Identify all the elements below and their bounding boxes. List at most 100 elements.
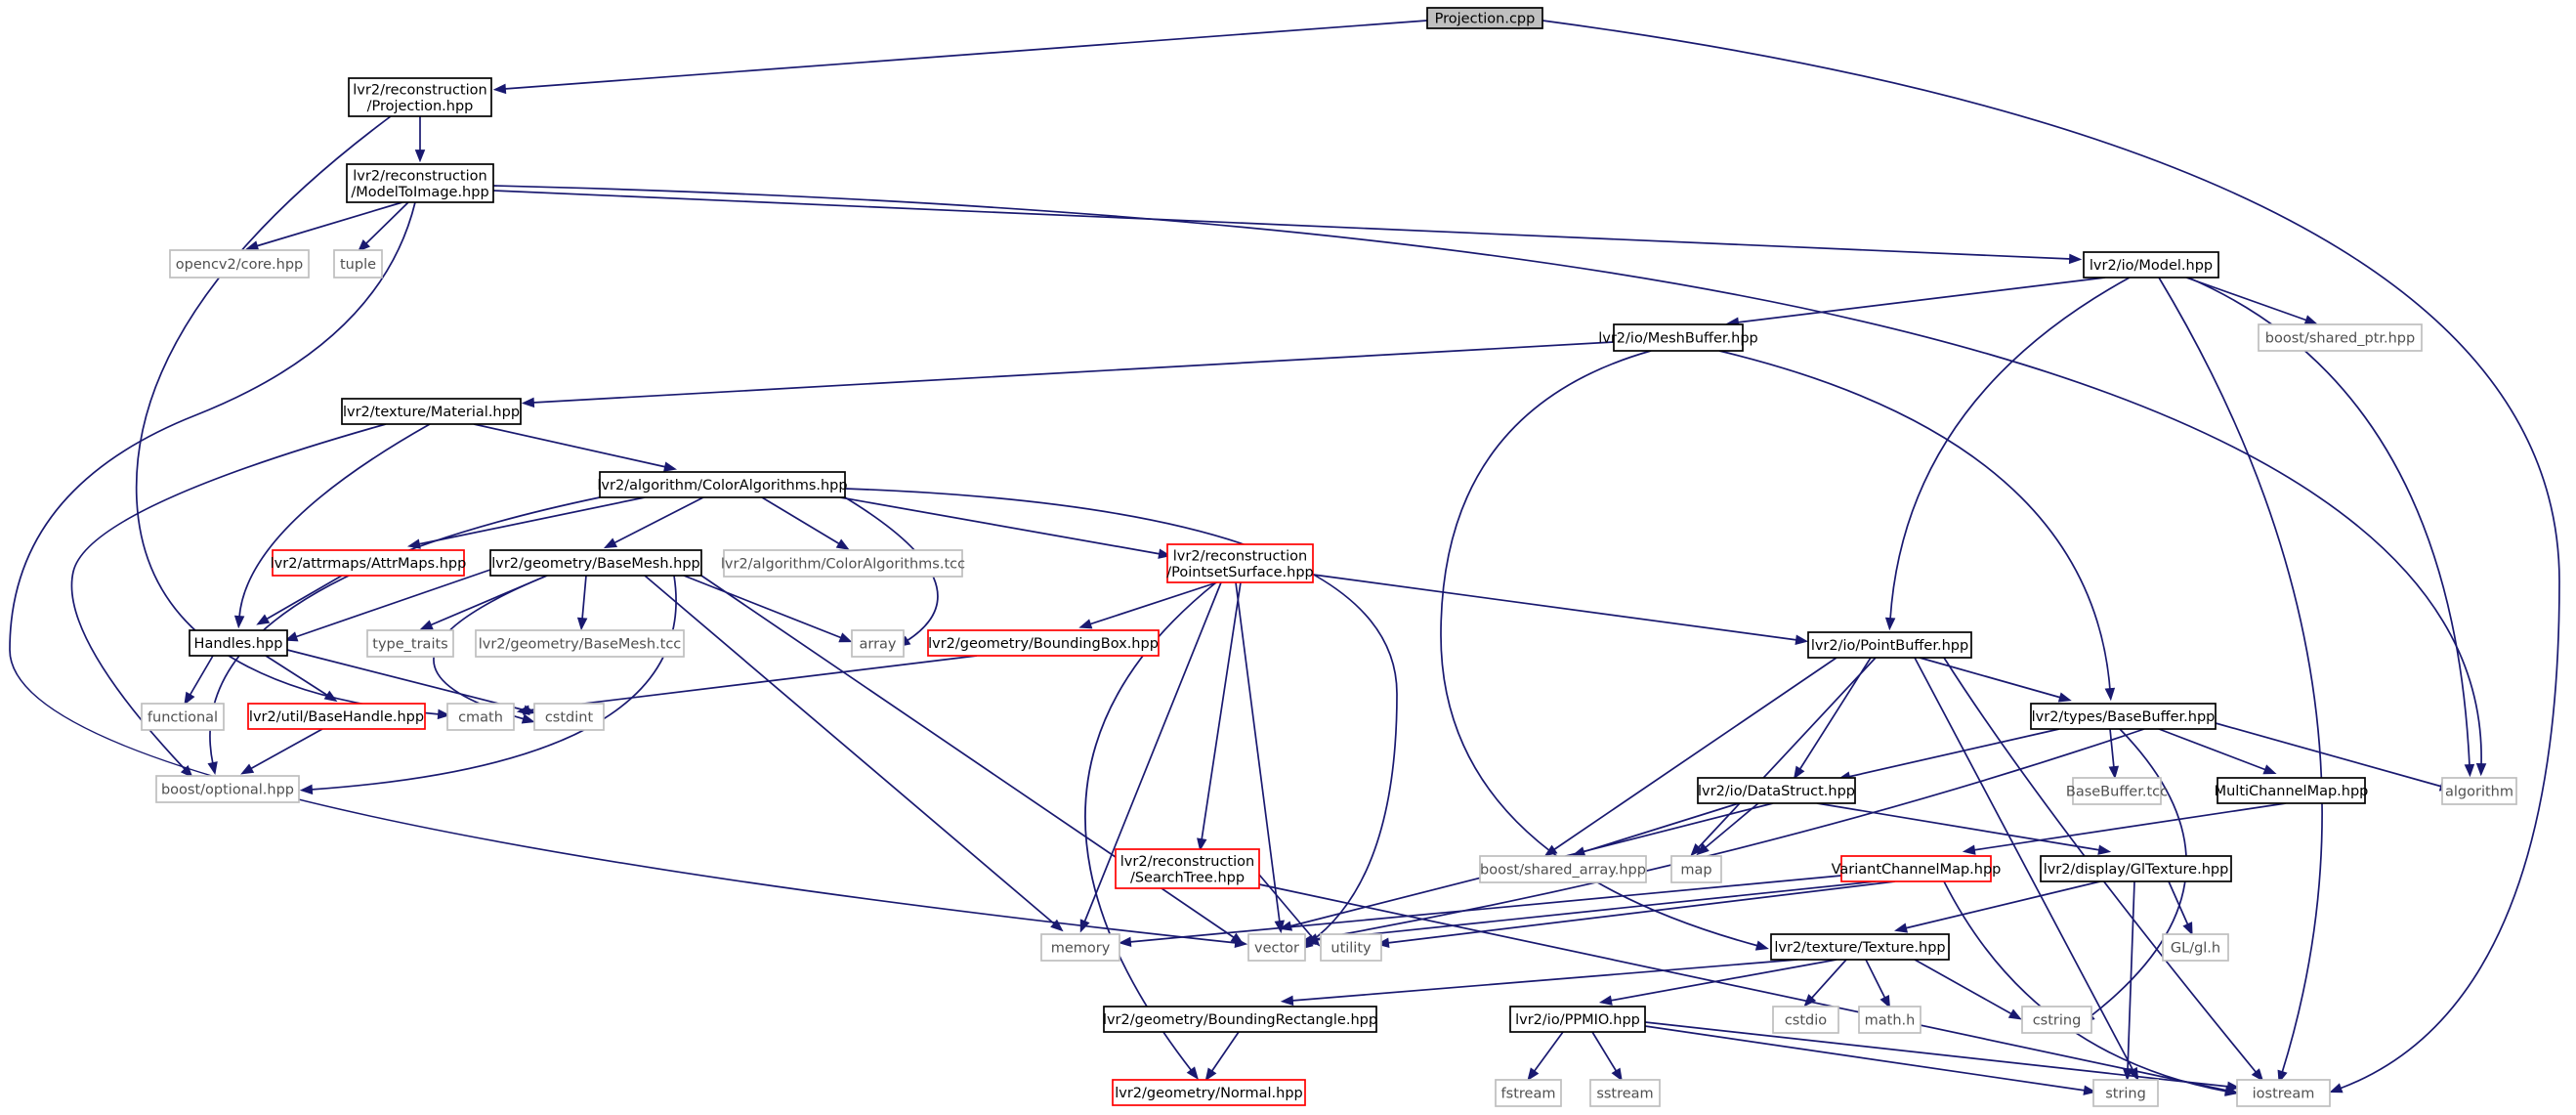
edge-projhpp-to-cmath: [135, 115, 451, 720]
node-box: [1858, 1006, 1921, 1034]
edge-arrowhead: [437, 708, 451, 720]
node-basehandle[interactable]: lvr2/util/BaseHandle.hpp: [247, 703, 426, 730]
edge-line: [2127, 880, 2135, 1071]
edge-line: [1810, 959, 1847, 1000]
node-box: [533, 703, 605, 731]
edge-pointset-to-bbox: [1078, 581, 1218, 629]
edge-arrowhead: [1879, 994, 1891, 1009]
node-attrmaps[interactable]: lvr2/attrmaps/AttrMaps.hpp: [271, 549, 467, 577]
node-label: lvr2/reconstruction: [1173, 548, 1307, 564]
edge-arrowhead: [245, 240, 260, 251]
node-searchtree[interactable]: lvr2/reconstruction/SearchTree.hpp: [1115, 848, 1260, 889]
node-cmath: cmath: [446, 703, 515, 731]
edge-arrowhead: [1793, 765, 1805, 780]
edge-line: [417, 496, 646, 545]
edge-line: [1914, 959, 2013, 1015]
edge-coloralg-to-basemesh: [603, 496, 704, 549]
edge-line: [1386, 880, 1896, 944]
edge-variant-to-utility: [1375, 880, 1896, 948]
node-label: string: [2105, 1087, 2146, 1102]
node-texture[interactable]: lvr2/texture/Texture.hpp: [1770, 933, 1950, 961]
node-functional: functional: [141, 703, 225, 731]
node-label: /ModelToImage.hpp: [351, 185, 488, 200]
node-box: [2258, 323, 2423, 352]
node-meshbuffer[interactable]: lvr2/io/MeshBuffer.hpp: [1598, 323, 1758, 352]
node-box: [475, 629, 685, 658]
node-model2img[interactable]: lvr2/reconstruction/ModelToImage.hpp: [346, 163, 494, 203]
edge-texture-to-cstdio: [1803, 959, 1847, 1008]
edge-model-to-iostream: [2158, 277, 2323, 1084]
edge-arrowhead: [1598, 995, 1613, 1006]
node-datastruct[interactable]: lvr2/io/DataStruct.hpp: [1697, 777, 1856, 804]
edge-arrowhead: [2097, 844, 2112, 855]
edge-arrowhead: [1611, 1067, 1623, 1082]
edge-model2img-to-algorithm: [492, 185, 2487, 777]
node-pointbuffer[interactable]: lvr2/io/PointBuffer.hpp: [1807, 631, 1972, 659]
node-projhpp[interactable]: lvr2/reconstruction/Projection.hpp: [348, 77, 492, 117]
edge-line: [265, 655, 329, 697]
edge-pointset-to-searchtree: [1197, 581, 1242, 852]
node-label: algorithm: [2445, 785, 2513, 800]
edge-line: [844, 488, 1398, 944]
node-handles[interactable]: Handles.hpp: [189, 629, 288, 657]
node-gl: GL/gl.h: [2162, 933, 2229, 962]
node-material[interactable]: lvr2/texture/Material.hpp: [341, 398, 522, 425]
node-coloralg-tcc: lvr2/algorithm/ColorAlgorithms.tcc: [721, 549, 965, 578]
node-label: VariantChannelMap.hpp: [1832, 862, 2002, 878]
edge-variant-to-memory: [1118, 875, 1842, 948]
edge-arrowhead: [1204, 1067, 1217, 1082]
node-gltexture[interactable]: lvr2/display/GlTexture.hpp: [2040, 855, 2232, 882]
node-box: [2040, 855, 2232, 882]
node-box: [189, 629, 288, 657]
edge-line: [2215, 722, 2443, 788]
node-box: [1613, 323, 1744, 352]
node-label: lvr2/io/PPMIO.hpp: [1515, 1012, 1640, 1028]
edge-line: [2109, 728, 2115, 769]
edge-arrowhead: [184, 691, 195, 706]
node-tuple: tuple: [333, 249, 383, 279]
edge-line: [473, 423, 667, 468]
node-bbox[interactable]: lvr2/geometry/BoundingBox.hpp: [927, 629, 1160, 657]
edge-line: [1533, 1031, 1564, 1073]
edge-line: [1609, 959, 1837, 1002]
edge-arrowhead: [516, 705, 530, 715]
node-basemesh[interactable]: lvr2/geometry/BaseMesh.hpp: [489, 549, 702, 577]
edge-line: [1736, 277, 2106, 323]
edge-arrowhead: [1186, 1066, 1199, 1080]
edge-basebuffer-to-basebuffer_tcc: [2108, 728, 2120, 780]
node-label: Projection.cpp: [1435, 12, 1536, 27]
edge-datastruct-to-map: [1696, 802, 1759, 856]
edge-line: [1310, 728, 2145, 941]
node-variant[interactable]: VariantChannelMap.hpp: [1832, 855, 2002, 882]
node-box: [2162, 933, 2229, 962]
edge-arrowhead: [2104, 687, 2116, 702]
edge-datastruct-to-gltexture: [1816, 802, 2112, 855]
node-model[interactable]: lvr2/io/Model.hpp: [2083, 251, 2219, 279]
node-normal[interactable]: lvr2/geometry/Normal.hpp: [1112, 1079, 1306, 1106]
edge-arrowhead: [207, 761, 218, 776]
node-box: [2441, 777, 2517, 805]
edge-line: [1313, 880, 1877, 941]
edge-basemesh-to-optional: [299, 575, 677, 795]
node-basebuffer[interactable]: lvr2/types/BaseBuffer.hpp: [2030, 703, 2217, 730]
node-coloralg[interactable]: lvr2/algorithm/ColorAlgorithms.hpp: [597, 471, 848, 498]
edge-arrowhead: [521, 397, 535, 408]
edge-line: [1943, 657, 2258, 1074]
node-label: lvr2/attrmaps/AttrMaps.hpp: [271, 556, 467, 572]
edge-line: [644, 575, 1056, 925]
edge-texture-to-boundrect: [1280, 959, 1798, 1007]
node-boundrect[interactable]: lvr2/geometry/BoundingRectangle.hpp: [1103, 1006, 1377, 1033]
node-ppmio[interactable]: lvr2/io/PPMIO.hpp: [1509, 1006, 1646, 1033]
edge-texture-to-math: [1865, 959, 1891, 1009]
node-box: [141, 703, 225, 731]
node-pointset[interactable]: lvr2/reconstruction/PointsetSurface.hpp: [1166, 543, 1314, 583]
node-label: lvr2/geometry/BoundingRectangle.hpp: [1103, 1012, 1377, 1028]
node-label: boost/shared_array.hpp: [1480, 863, 1646, 879]
node-label: vector: [1254, 941, 1299, 957]
edge-model-to-algorithm: [2187, 277, 2475, 778]
node-box: [1495, 1079, 1562, 1107]
node-projcpp[interactable]: Projection.cpp: [1426, 7, 1543, 29]
node-label: lvr2/reconstruction: [1120, 854, 1254, 870]
edge-line: [1704, 802, 1759, 849]
node-multichannel[interactable]: MultiChannelMap.hpp: [2215, 777, 2369, 804]
